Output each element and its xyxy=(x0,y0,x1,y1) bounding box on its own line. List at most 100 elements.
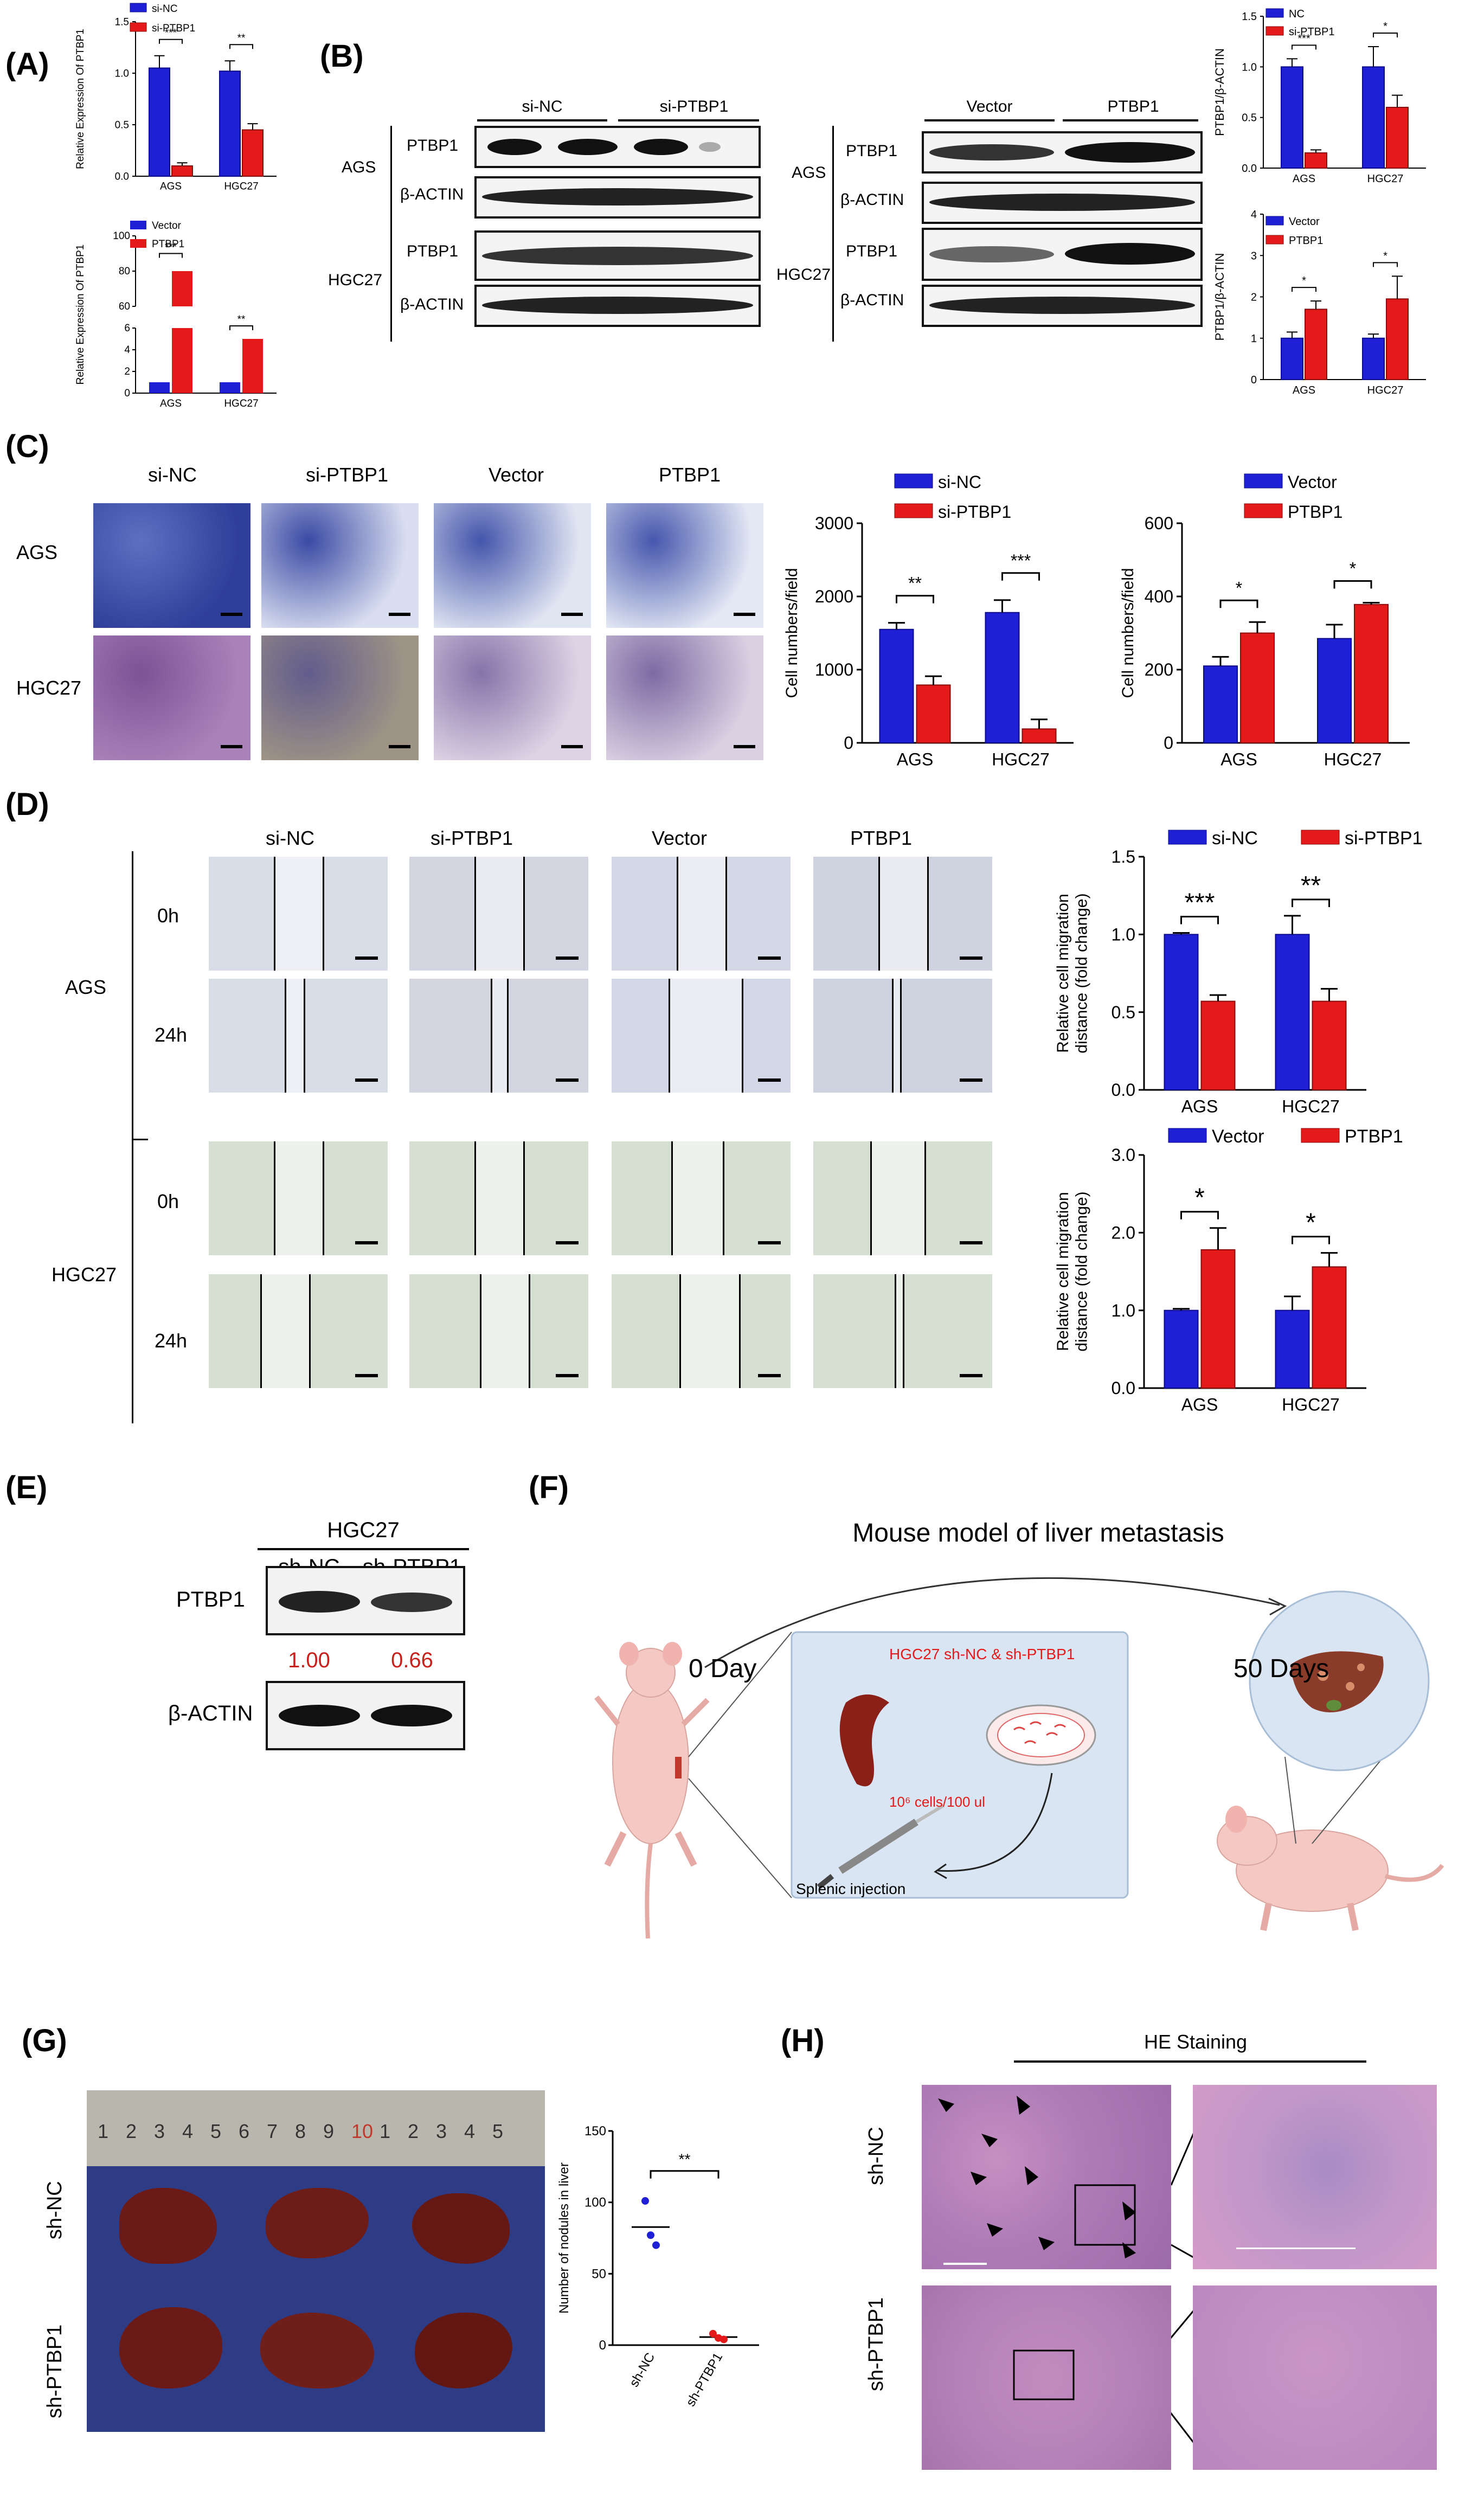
bar-si-PTBP1 xyxy=(1386,107,1409,169)
d-time-24h-ags: 24h xyxy=(155,1024,188,1046)
x-tick-label: AGS xyxy=(160,398,182,409)
ruler-number: 5 xyxy=(210,2120,222,2142)
sig-label: ** xyxy=(679,2151,691,2168)
chart-b-top: 0.00.51.01.5PTBP1/β-ACTINAGS***HGC27*NCs… xyxy=(1213,8,1426,185)
sig-label: *** xyxy=(1184,888,1215,917)
blot-b-label-actin-3: β-ACTIN xyxy=(840,191,904,209)
bar-Vector xyxy=(1317,638,1352,743)
wound-edge-line xyxy=(870,1141,872,1255)
bar-si-PTBP1 xyxy=(1305,152,1327,169)
blot-b-bracket-hgc27-2 xyxy=(832,228,834,342)
ruler-number: 2 xyxy=(408,2120,419,2142)
legend-swatch xyxy=(130,22,147,32)
y-tick-label: 3000 xyxy=(815,513,853,533)
blot-b-hgc27-actin-knock xyxy=(474,285,761,327)
d-col-vector: Vector xyxy=(651,827,708,849)
f-title: Mouse model of liver metastasis xyxy=(852,1519,1224,1548)
bar-Vector xyxy=(1362,337,1385,380)
legend-swatch xyxy=(1265,216,1284,226)
h-image-shptbp1-high xyxy=(1193,2285,1437,2470)
d-col-sinc: si-NC xyxy=(266,827,314,849)
d-image-r1-c1 xyxy=(409,979,588,1093)
wound-edge-line xyxy=(892,979,894,1093)
d-time-24h-hgc27: 24h xyxy=(155,1330,188,1352)
blot-b-hgc27-actin-over xyxy=(922,285,1203,327)
legend-label: PTBP1 xyxy=(1345,1126,1403,1147)
sig-bracket xyxy=(1292,1236,1330,1244)
panel-label-g: (G) xyxy=(22,2023,67,2058)
f-spleen-icon xyxy=(839,1694,889,1787)
wound-edge-line xyxy=(669,979,670,1093)
sig-label: ** xyxy=(237,314,246,325)
y-tick-label: 4 xyxy=(1251,209,1257,221)
wound-gap xyxy=(894,979,900,1093)
d-image-r3-c0 xyxy=(209,1274,388,1388)
g-ruler xyxy=(87,2090,545,2166)
blot-b-label-ptbp1-3: PTBP1 xyxy=(846,142,898,160)
panel-label-f: (F) xyxy=(529,1470,569,1505)
x-tick-label: AGS xyxy=(1293,384,1315,396)
h-row-shnc: sh-NC xyxy=(865,2127,888,2185)
y-tick-label: 100 xyxy=(113,230,130,242)
ruler-number: 8 xyxy=(295,2120,306,2142)
x-tick-label: HGC27 xyxy=(1324,750,1382,769)
blot-b-bracket-ags xyxy=(390,126,392,234)
legend-label: si-PTBP1 xyxy=(1345,828,1423,849)
y-axis-label: PTBP1/β-ACTIN xyxy=(1213,253,1226,341)
wound-edge-line xyxy=(878,857,880,971)
sig-bracket xyxy=(1219,599,1258,608)
c-image-hgc27-vector xyxy=(434,635,591,760)
y-tick-label: 0 xyxy=(1251,374,1257,386)
scale-bar xyxy=(960,956,982,960)
wound-gap xyxy=(492,979,507,1093)
d-col-siptbp1: si-PTBP1 xyxy=(430,827,513,849)
y-tick-label: 3.0 xyxy=(1112,1145,1135,1165)
sig-bracket xyxy=(1333,580,1372,589)
data-point xyxy=(641,2197,649,2205)
d-image-r1-c3 xyxy=(813,979,992,1093)
blot-b-underline-siptbp1 xyxy=(618,119,759,121)
bar-PTBP1 xyxy=(1240,632,1275,743)
wound-edge-line xyxy=(323,857,324,971)
x-tick-label: HGC27 xyxy=(1282,1395,1340,1415)
y-tick-label: 50 xyxy=(592,2267,606,2281)
d-row-hgc27: HGC27 xyxy=(52,1263,117,1286)
e-blot-ptbp1 xyxy=(266,1566,465,1635)
bar-si-NC xyxy=(1164,934,1199,1090)
wound-gap xyxy=(673,1141,723,1255)
scale-bar xyxy=(556,1241,579,1244)
y-tick-label: 1 xyxy=(1251,333,1257,345)
data-point xyxy=(652,2241,660,2249)
legend-swatch xyxy=(1168,1128,1207,1143)
sig-label: * xyxy=(1236,578,1242,598)
wound-gap xyxy=(896,1274,903,1388)
y-tick-label: 100 xyxy=(584,2195,606,2210)
blot-b-group-siptbp1: si-PTBP1 xyxy=(659,98,729,115)
y-tick-label: 3 xyxy=(1251,250,1257,262)
bar-Vector xyxy=(1275,1309,1310,1389)
wound-edge-line xyxy=(523,857,525,971)
x-tick-label: AGS xyxy=(1181,1097,1218,1116)
wound-edge-line xyxy=(285,979,286,1093)
wound-edge-line xyxy=(742,979,743,1093)
wound-gap xyxy=(262,1274,309,1388)
sig-label: * xyxy=(1350,558,1356,578)
y-tick-label: 2 xyxy=(1251,292,1257,304)
legend-swatch xyxy=(1244,473,1283,489)
bar-si-PTBP1 xyxy=(1312,1000,1347,1090)
sig-bracket xyxy=(159,253,183,258)
scale-bar xyxy=(556,1374,579,1377)
f-dose-label: 10⁶ cells/100 ul xyxy=(889,1794,985,1810)
bar-PTBP1 xyxy=(242,339,263,393)
blot-b-ags-actin-over xyxy=(922,182,1203,224)
d-image-r2-c1 xyxy=(409,1141,588,1255)
x-tick-label: HGC27 xyxy=(1367,384,1404,396)
panel-label-c: (C) xyxy=(5,429,49,464)
legend-swatch xyxy=(130,239,146,248)
c-row-ags: AGS xyxy=(16,541,58,563)
legend-label: si-PTBP1 xyxy=(938,502,1011,522)
wound-gap xyxy=(275,1141,323,1255)
wound-gap xyxy=(476,1141,523,1255)
wound-edge-line xyxy=(895,1274,896,1388)
